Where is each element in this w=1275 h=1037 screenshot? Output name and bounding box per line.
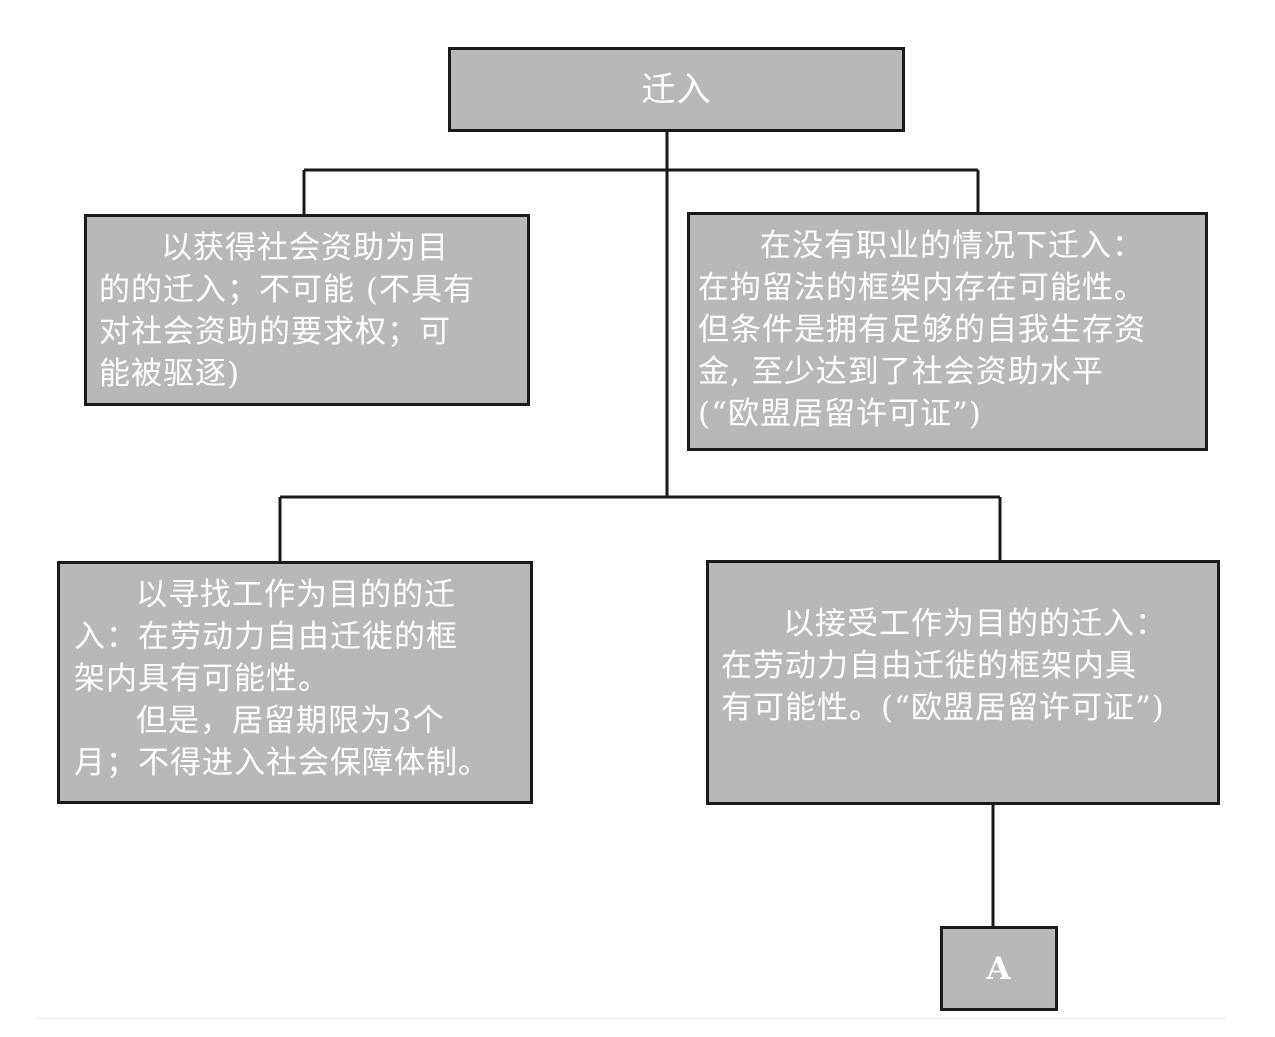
seek-work-line-4: 但是，居留期限为3个 [136,703,445,739]
without-job-line-1: 在没有职业的情况下迁入： [760,228,1144,264]
without-job-line-4: 金, 至少达到了社会资助水平 [698,354,1104,390]
seek-work-line-5: 月；不得进入社会保障体制。 [74,745,490,781]
node-a-label: A [986,950,1012,987]
node-a-continuation: A [940,926,1058,1011]
node-social-assistance: 以获得社会资助为目 的的迁入；不可能 (不具有 对社会资助的要求权；可 能被驱逐… [84,214,530,406]
node-accept-work: 以接受工作为目的的迁入： 在劳动力自由迁徙的框架内具 有可能性。(“欧盟居留许可… [706,560,1220,805]
root-node-label: 迁入 [641,69,712,110]
accept-work-line-3: 有可能性。(“欧盟居留许可证”) [721,690,1165,726]
without-job-line-5: (“欧盟居留许可证”) [698,396,982,432]
seek-work-line-1: 以寻找工作为目的的迁 [136,577,456,613]
node-seek-work: 以寻找工作为目的的迁 入：在劳动力自由迁徙的框 架内具有可能性。 但是，居留期限… [57,561,533,804]
social-assistance-line-2: 的的迁入；不可能 (不具有 [99,272,475,308]
social-assistance-line-4: 能被驱逐) [99,356,241,392]
accept-work-line-1: 以接受工作为目的的迁入： [783,606,1167,642]
accept-work-line-2: 在劳动力自由迁徙的框架内具 [721,648,1137,684]
social-assistance-line-3: 对社会资助的要求权；可 [99,314,451,350]
without-job-line-2: 在拘留法的框架内存在可能性。 [698,270,1146,306]
without-job-line-3: 但条件是拥有足够的自我生存资 [698,312,1146,348]
bottom-divider [36,1018,1226,1019]
seek-work-line-2: 入：在劳动力自由迁徙的框 [74,619,458,655]
root-node-immigration: 迁入 [448,47,905,132]
social-assistance-line-1: 以获得社会资助为目 [161,230,449,266]
node-without-job: 在没有职业的情况下迁入： 在拘留法的框架内存在可能性。 但条件是拥有足够的自我生… [687,212,1208,451]
seek-work-line-3: 架内具有可能性。 [74,661,330,697]
